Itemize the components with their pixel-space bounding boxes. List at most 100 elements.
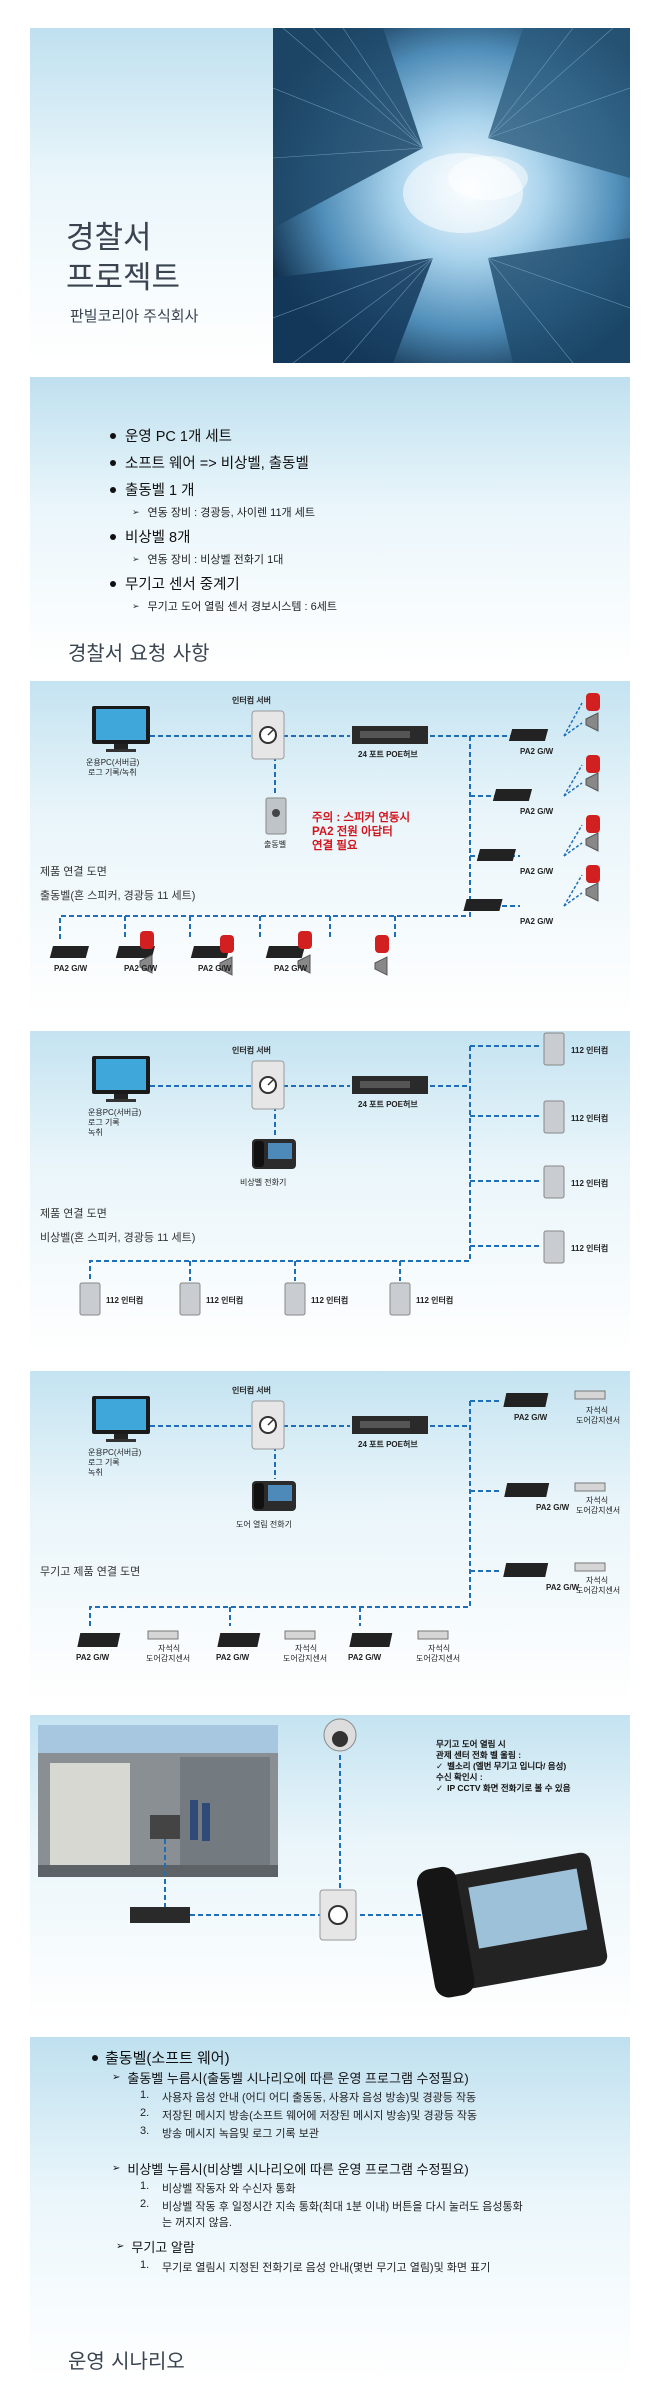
intercom-label-b2: 112 인터컴 <box>206 1296 244 1305</box>
gw-label-b3: PA2 G/W <box>198 964 232 973</box>
title-line2: 프로젝트 <box>66 260 181 296</box>
gw-label-b2: PA2 G/W <box>124 964 158 973</box>
intercom-label-r4: 112 인터컴 <box>571 1244 609 1253</box>
scenario-item-3-1: 1.무기로 열림시 지정된 전화기로 음성 안내(몇번 무기고 열림)및 화면 … <box>140 2259 491 2274</box>
sensor-label-b3b: 도어감지센서 <box>416 1654 461 1663</box>
intercom-server-icon <box>251 710 285 760</box>
gw-label-r2: PA2 G/W <box>536 1503 570 1512</box>
sensor-label-b2a: 자석식 <box>295 1644 318 1653</box>
operator-pc-icon <box>92 1396 150 1442</box>
gw-label-r2: PA2 G/W <box>520 807 554 816</box>
sensor-label-r3b: 도어감지센서 <box>576 1586 621 1595</box>
diagram-caption-1: 제품 연결 도면 <box>40 1208 107 1220</box>
intercom-label-r2: 112 인터컴 <box>571 1114 609 1123</box>
check-icon: ✓ <box>436 1783 444 1793</box>
phone-label: 도어 열림 전화기 <box>236 1520 292 1529</box>
gw-label-r1: PA2 G/W <box>520 747 554 756</box>
requirement-item: 소프트 웨어 => 비상벨, 출동벨 <box>110 452 337 473</box>
armory-photo-slide: 무기고 도어 열림 시 관제 센터 전화 벨 울림 : ✓벨소리 (엘번 무기고… <box>30 1715 630 2023</box>
gw-label-r3: PA2 G/W <box>546 1583 580 1592</box>
sensor-label-r3a: 자석식 <box>586 1576 609 1585</box>
check-icon: ✓ <box>436 1761 444 1771</box>
scenario-item-2-1: 1.비상벨 작동자 와 수신자 통화 <box>140 2180 296 2195</box>
requirement-subitem: ➢무기고 도어 열림 센서 경보시스템 : 6세트 <box>132 600 337 614</box>
server-label: 인터컴 서버 <box>232 1046 272 1055</box>
requirements-title: 경찰서 요청 사항 <box>68 641 210 665</box>
requirement-subitem: ➢연동 장비 : 경광등, 사이렌 11개 세트 <box>132 506 315 520</box>
gw-label-b4: PA2 G/W <box>274 964 308 973</box>
requirement-item: 출동벨 1 개 <box>110 479 337 500</box>
sensor-label-b1b: 도어감지센서 <box>146 1654 191 1663</box>
sensor-label-r2b: 도어감지센서 <box>576 1506 621 1515</box>
hub-label: 24 포트 POE허브 <box>358 1100 418 1109</box>
gw-label-b3: PA2 G/W <box>348 1653 382 1662</box>
intercom-label-r1: 112 인터컴 <box>571 1046 609 1055</box>
emergency-wiring-diagram <box>79 1032 565 1316</box>
scenario-item-2-2: 2.비상벨 작동 후 일정시간 지속 통화(최대 1분 이내) 버튼을 다시 눌… <box>140 2198 523 2213</box>
diagram-caption: 무기고 제품 연결 도면 <box>40 1566 141 1578</box>
server-label: 인터컴 서버 <box>232 1386 272 1395</box>
pc-label-2: 로그 기록 <box>88 1458 120 1467</box>
diagram-armory: 인터컴 서버 운용PC(서버급) 로그 기록 녹취 24 포트 POE허브 도어… <box>30 1371 630 1702</box>
requirement-subitem: ➢연동 장비 : 비상벨 전화기 1대 <box>132 553 284 567</box>
server-label: 인터컴 서버 <box>232 696 272 705</box>
intercom-label-b4: 112 인터컴 <box>416 1296 454 1305</box>
pc-label-2: 로그 기록 <box>88 1118 120 1127</box>
requirement-item: 비상벨 8개 <box>110 526 337 547</box>
diagram-emergency-bell: 인터컴 서버 운용PC(서버급) 로그 기록 녹취 24 포트 POE허브 비상… <box>30 1031 630 1356</box>
diagram-dispatch-bell: 인터컴 서버 운용PC(서버급) 로그 기록/녹취 24 포트 POE허브 출동… <box>30 681 630 1016</box>
operator-pc-icon <box>92 706 150 752</box>
sensor-label-b3a: 자석식 <box>428 1644 451 1653</box>
gw-label-r3: PA2 G/W <box>520 867 554 876</box>
gateway-icons-right <box>503 1393 550 1577</box>
gw-label-b1: PA2 G/W <box>54 964 88 973</box>
sensor-label-r2a: 자석식 <box>586 1496 609 1505</box>
scenario-item-1-3: 3.방송 메시지 녹음및 로그 기록 보관 <box>140 2125 319 2140</box>
bell-label: 출동벨 <box>264 840 287 849</box>
siren-icons-bottom <box>140 931 389 953</box>
dispatch-bell-device-icon <box>265 797 287 835</box>
gw-label-b1: PA2 G/W <box>76 1653 110 1662</box>
door-phone-icon <box>252 1481 296 1511</box>
pc-label-1: 운용PC(서버급) <box>88 1448 142 1457</box>
building-photo <box>272 28 630 363</box>
gateway-icons-right <box>463 729 549 911</box>
armory-wiring-diagram <box>77 1390 606 1647</box>
scenario-item-1-2: 2.저장된 메시지 방송(소프트 웨어에 저장된 메시지 방송)및 경광등 작동 <box>140 2107 478 2122</box>
pc-label-2: 로그 기록/녹취 <box>88 768 137 777</box>
requirement-item: 운영 PC 1개 세트 <box>110 425 337 446</box>
poe-hub-icon <box>352 1076 428 1094</box>
company-name: 판빌코리아 주식회사 <box>70 308 199 325</box>
hub-label: 24 포트 POE허브 <box>358 1440 418 1449</box>
scenario-item-1-1: 1.사용자 음성 안내 (어디 어디 출동동, 사용자 음성 방송)및 경광등 … <box>140 2089 477 2104</box>
scenario-title: 운영 시나리오 <box>68 2349 185 2373</box>
intercom-label-b1: 112 인터컴 <box>106 1296 144 1305</box>
title-slide: 경찰서 프로젝트 판빌코리아 주식회사 <box>30 28 630 363</box>
scenario-sub-2: ➢비상벨 누름시(비상벨 시나리오에 따른 운영 프로그램 수정필요) <box>112 2162 469 2177</box>
intercom-icons-bottom <box>79 1282 411 1316</box>
pc-label-1: 운용PC(서버급) <box>88 1108 142 1117</box>
gateway-icons-bottom <box>49 946 305 958</box>
pc-label-3: 녹취 <box>88 1128 103 1137</box>
door-sensor-icons-right <box>574 1390 606 1572</box>
gw-label-b2: PA2 G/W <box>216 1653 250 1662</box>
speaker-icons-bottom <box>139 954 388 976</box>
dispatch-wiring-diagram <box>49 693 600 976</box>
scenario-slide: 출동벨(소프트 웨어) ➢출동벨 누름시(출동벨 시나리오에 따른 운영 프로그… <box>30 2037 630 2382</box>
speaker-icons-right <box>585 712 599 902</box>
sensor-label-r1b: 도어감지센서 <box>576 1416 621 1425</box>
intercom-icons-right <box>543 1032 565 1264</box>
sensor-label-r1a: 자석식 <box>586 1406 609 1415</box>
operator-pc-icon <box>92 1056 150 1102</box>
gw-label-r4: PA2 G/W <box>520 917 554 926</box>
gateway-icons-bottom <box>77 1633 393 1647</box>
scenario-bullet-1: 출동벨(소프트 웨어) <box>92 2047 230 2068</box>
pc-label-3: 녹취 <box>88 1468 103 1477</box>
siren-icons-right <box>586 693 600 883</box>
title-line1: 경찰서 <box>66 220 152 256</box>
intercom-label-b3: 112 인터컴 <box>311 1296 349 1305</box>
requirement-item: 무기고 센서 중계기 <box>110 573 337 594</box>
project-title: 경찰서 프로젝트 <box>66 218 180 298</box>
door-sensor-icons-bottom <box>147 1630 449 1640</box>
